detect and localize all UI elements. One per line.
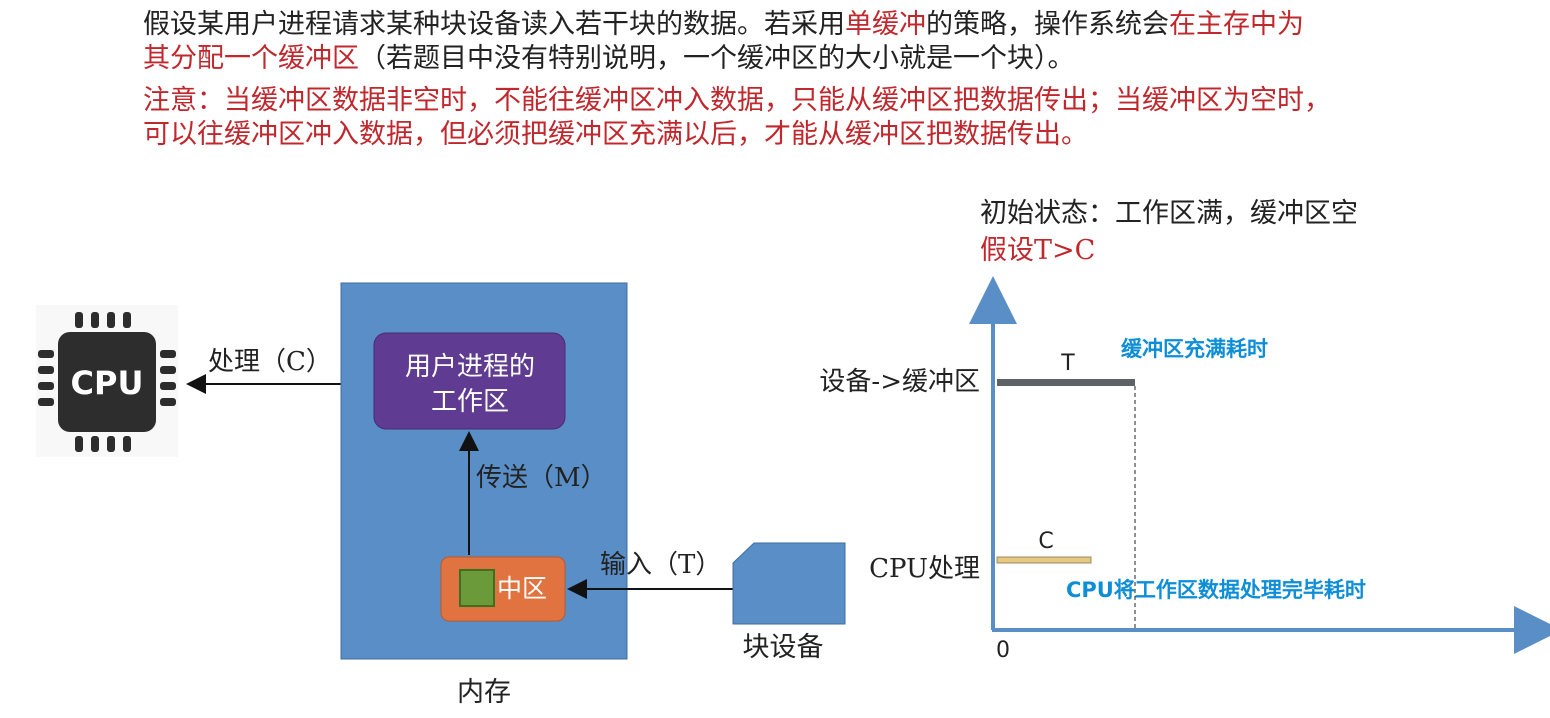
buffer-label: 中区 xyxy=(497,574,547,603)
buffer-data-block xyxy=(459,569,495,607)
transfer-label: 传送（M） xyxy=(476,463,607,493)
c-label: C xyxy=(1038,529,1053,554)
work-area-line1: 用户进程的 xyxy=(405,352,535,382)
intro-text-2: 的策略，操作系统会 xyxy=(926,9,1169,40)
work-area-line2: 工作区 xyxy=(431,387,509,417)
intro-paragraph: 假设某用户进程请求某种块设备读入若干块的数据。若采用单缓冲的策略，操作系统会在主… xyxy=(143,8,1523,76)
input-label: 输入（T） xyxy=(600,550,721,580)
c-bar xyxy=(996,556,1092,564)
timing-chart: 0 设备->缓冲区 CPU处理 T C 缓冲区充满耗时 CPU将工作区数据处理完… xyxy=(819,276,1550,663)
note-line-1: 注意：当缓冲区数据非空时，不能往缓冲区冲入数据，只能从缓冲区把数据传出；当缓冲区… xyxy=(143,85,1331,116)
cpu-label: CPU xyxy=(71,364,144,402)
cpu-chip-icon: CPU xyxy=(36,305,178,457)
intro-text-1: 假设某用户进程请求某种块设备读入若干块的数据。若采用 xyxy=(143,9,845,40)
block-device-icon xyxy=(732,542,846,625)
row-cpu-label: CPU处理 xyxy=(869,554,980,584)
origin-label: 0 xyxy=(996,638,1010,663)
assumption-text: 假设T>C xyxy=(980,235,1096,266)
process-label: 处理（C） xyxy=(208,347,332,377)
t-label: T xyxy=(1060,351,1075,376)
work-area-box xyxy=(373,332,566,430)
row-device-label: 设备->缓冲区 xyxy=(819,367,980,397)
t-annotation: 缓冲区充满耗时 xyxy=(1121,337,1268,361)
c-annotation: CPU将工作区数据处理完毕耗时 xyxy=(1066,578,1366,602)
note-line-2: 可以往缓冲区冲入数据，但必须把缓冲区充满以后，才能从缓冲区把数据传出。 xyxy=(143,119,1088,150)
t-bar xyxy=(997,379,1135,386)
memory-label: 内存 xyxy=(457,677,511,708)
note-paragraph: 注意：当缓冲区数据非空时，不能往缓冲区冲入数据，只能从缓冲区把数据传出；当缓冲区… xyxy=(143,84,1523,152)
single-buffer-term: 单缓冲 xyxy=(845,9,926,40)
intro-text-3: （若题目中没有特别说明，一个缓冲区的大小就是一个块）。 xyxy=(359,43,1075,74)
block-device-label: 块设备 xyxy=(743,632,824,663)
initial-state-text: 初始状态：工作区满，缓冲区空 xyxy=(980,198,1358,229)
allocate-phrase-1: 在主存中为 xyxy=(1169,9,1304,40)
allocate-phrase-2: 其分配一个缓冲区 xyxy=(143,43,359,74)
